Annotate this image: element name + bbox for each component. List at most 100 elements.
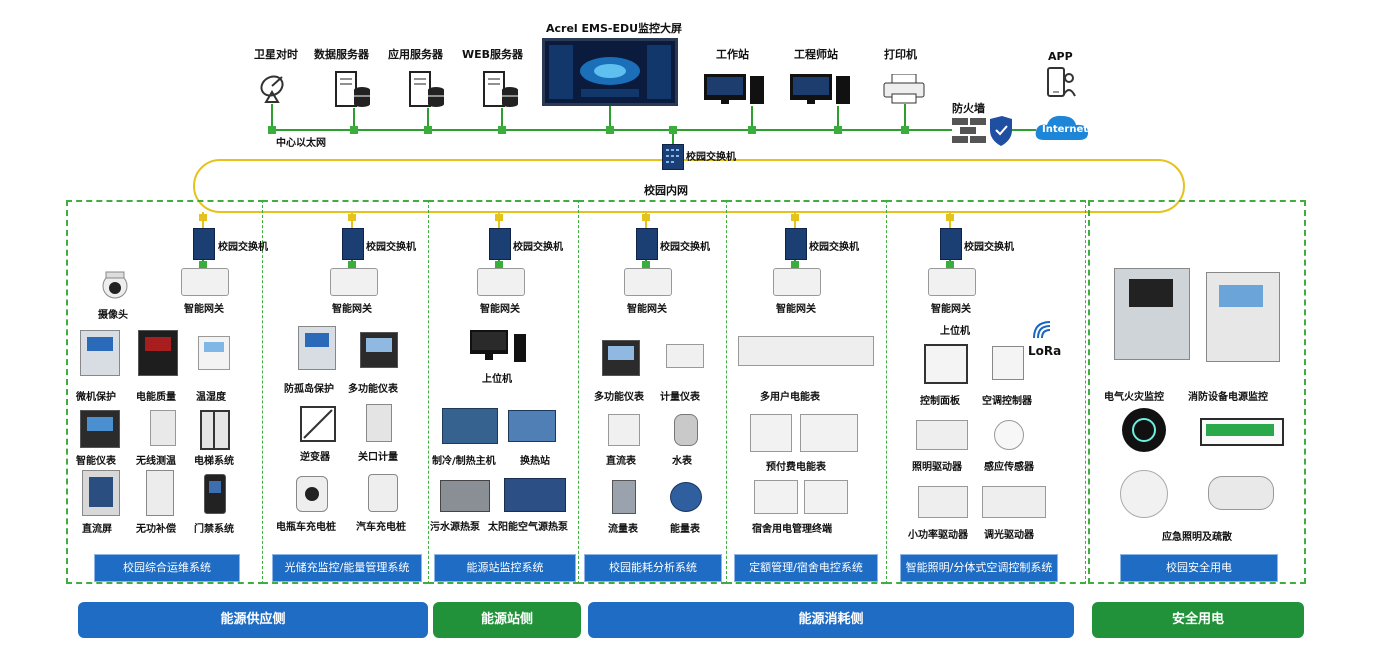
- device-icon: [916, 420, 968, 450]
- data-server-icon: [334, 70, 372, 108]
- big-screen-display: [542, 38, 678, 106]
- system-bar: 能源站监控系统: [434, 554, 576, 582]
- camera-icon: [100, 270, 130, 300]
- smart-gateway-label: 智能网关: [931, 304, 971, 315]
- device-icon: [198, 336, 230, 370]
- campus-switch-icon: [489, 228, 511, 260]
- smart-gateway-icon: [330, 268, 378, 296]
- item-label: 污水源热泵: [430, 522, 480, 533]
- item-label: 制冷/制热主机: [432, 456, 496, 467]
- device-icon: [296, 476, 328, 512]
- device-icon: [918, 486, 968, 518]
- workstation-label: 工作站: [716, 48, 749, 61]
- item-label: 智能仪表: [76, 456, 116, 467]
- smart-gateway-label: 智能网关: [627, 304, 667, 315]
- device-icon: [994, 420, 1024, 450]
- item-label: 电梯系统: [194, 456, 234, 467]
- engineer-station-icon: [790, 74, 852, 106]
- upper-computer-label: 上位机: [940, 326, 970, 337]
- lora-label: LoRa: [1028, 344, 1062, 358]
- device-icon: [204, 474, 226, 514]
- item-label: 小功率驱动器: [908, 530, 968, 541]
- smart-gateway-icon: [477, 268, 525, 296]
- dorm-control-zone: [726, 200, 887, 584]
- device-icon: [508, 410, 556, 442]
- device-icon: [146, 470, 174, 516]
- device-icon: [368, 474, 398, 512]
- system-bar: 校园综合运维系统: [94, 554, 240, 582]
- campus-switch-icon: [193, 228, 215, 260]
- item-label: 应急照明及疏散: [1162, 532, 1232, 543]
- prepaid-meter-icon: [750, 414, 792, 452]
- campus-switch-icon: [636, 228, 658, 260]
- item-label: 预付费电能表: [766, 462, 826, 473]
- campus-switch-label: 校园交换机: [809, 242, 859, 253]
- upper-computer-icon: [470, 330, 528, 364]
- device-icon: [440, 480, 490, 512]
- system-bar: 校园能耗分析系统: [584, 554, 722, 582]
- app-server-label: 应用服务器: [388, 48, 443, 61]
- engineer-station-label: 工程师站: [794, 48, 838, 61]
- item-label: 门禁系统: [194, 524, 234, 535]
- device-icon: [80, 410, 120, 448]
- satellite-icon: [258, 72, 290, 106]
- device-icon: [992, 346, 1024, 380]
- smart-gateway-label: 智能网关: [332, 304, 372, 315]
- campus-switch-label: 校园交换机: [366, 242, 416, 253]
- printer-label: 打印机: [884, 48, 917, 61]
- device-icon: [138, 330, 178, 376]
- device-icon: [200, 410, 230, 450]
- device-icon: [366, 404, 392, 442]
- internet-label: Internet: [1042, 124, 1089, 135]
- ceiling-light-icon: [1120, 470, 1168, 518]
- device-icon: [674, 414, 698, 446]
- item-label: 电能质量: [136, 392, 176, 403]
- item-label: 无功补偿: [136, 524, 176, 535]
- item-label: 直流表: [606, 456, 636, 467]
- system-bar: 智能照明/分体式空调控制系统: [900, 554, 1058, 582]
- device-icon: [612, 480, 636, 514]
- safety-zone: [1088, 200, 1306, 584]
- solar-storage-zone: [262, 200, 429, 584]
- device-icon: [360, 332, 398, 368]
- item-label: 太阳能空气源热泵: [488, 522, 568, 533]
- web-server-label: WEB服务器: [462, 48, 524, 61]
- item-label: 照明驱动器: [912, 462, 962, 473]
- item-label: 汽车充电桩: [356, 522, 406, 533]
- device-icon: [80, 330, 120, 376]
- device-icon: [608, 414, 640, 446]
- item-label: 感应传感器: [984, 462, 1034, 473]
- item-label: 能量表: [670, 524, 700, 535]
- web-server-icon: [482, 70, 520, 108]
- item-label: 防孤岛保护: [284, 384, 334, 395]
- app-server-icon: [408, 70, 446, 108]
- supply-side-bar: 能源供应侧: [78, 602, 428, 638]
- item-label: 控制面板: [920, 396, 960, 407]
- item-label: 空调控制器: [982, 396, 1032, 407]
- dorm-terminal-icon: [804, 480, 848, 514]
- firewall-icon: [952, 116, 1012, 146]
- campus-ops-zone: [66, 200, 264, 584]
- device-icon: [442, 408, 498, 444]
- wifi-icon: [1032, 318, 1054, 340]
- item-label: 换热站: [520, 456, 550, 467]
- item-label: 调光驱动器: [984, 530, 1034, 541]
- device-icon: [150, 410, 176, 446]
- item-label: 上位机: [482, 374, 512, 385]
- item-label: 逆变器: [300, 452, 330, 463]
- smart-gateway-label: 智能网关: [776, 304, 816, 315]
- smart-gateway-icon: [181, 268, 229, 296]
- emergency-lamp-icon: [1208, 476, 1274, 510]
- camera-label: 摄像头: [98, 310, 128, 321]
- satellite-label: 卫星对时: [254, 48, 298, 61]
- station-side-bar: 能源站侧: [433, 602, 581, 638]
- smart-gateway-icon: [773, 268, 821, 296]
- fire-monitor-cabinet-icon: [1114, 268, 1190, 360]
- system-bar: 光储充监控/能量管理系统: [272, 554, 422, 582]
- core-switch-label: 校园交换机: [686, 152, 736, 163]
- safety-side-bar: 安全用电: [1092, 602, 1304, 638]
- core-switch-icon: [662, 144, 684, 170]
- app-phone-icon: [1046, 66, 1076, 98]
- multi-meter-icon: [738, 336, 874, 366]
